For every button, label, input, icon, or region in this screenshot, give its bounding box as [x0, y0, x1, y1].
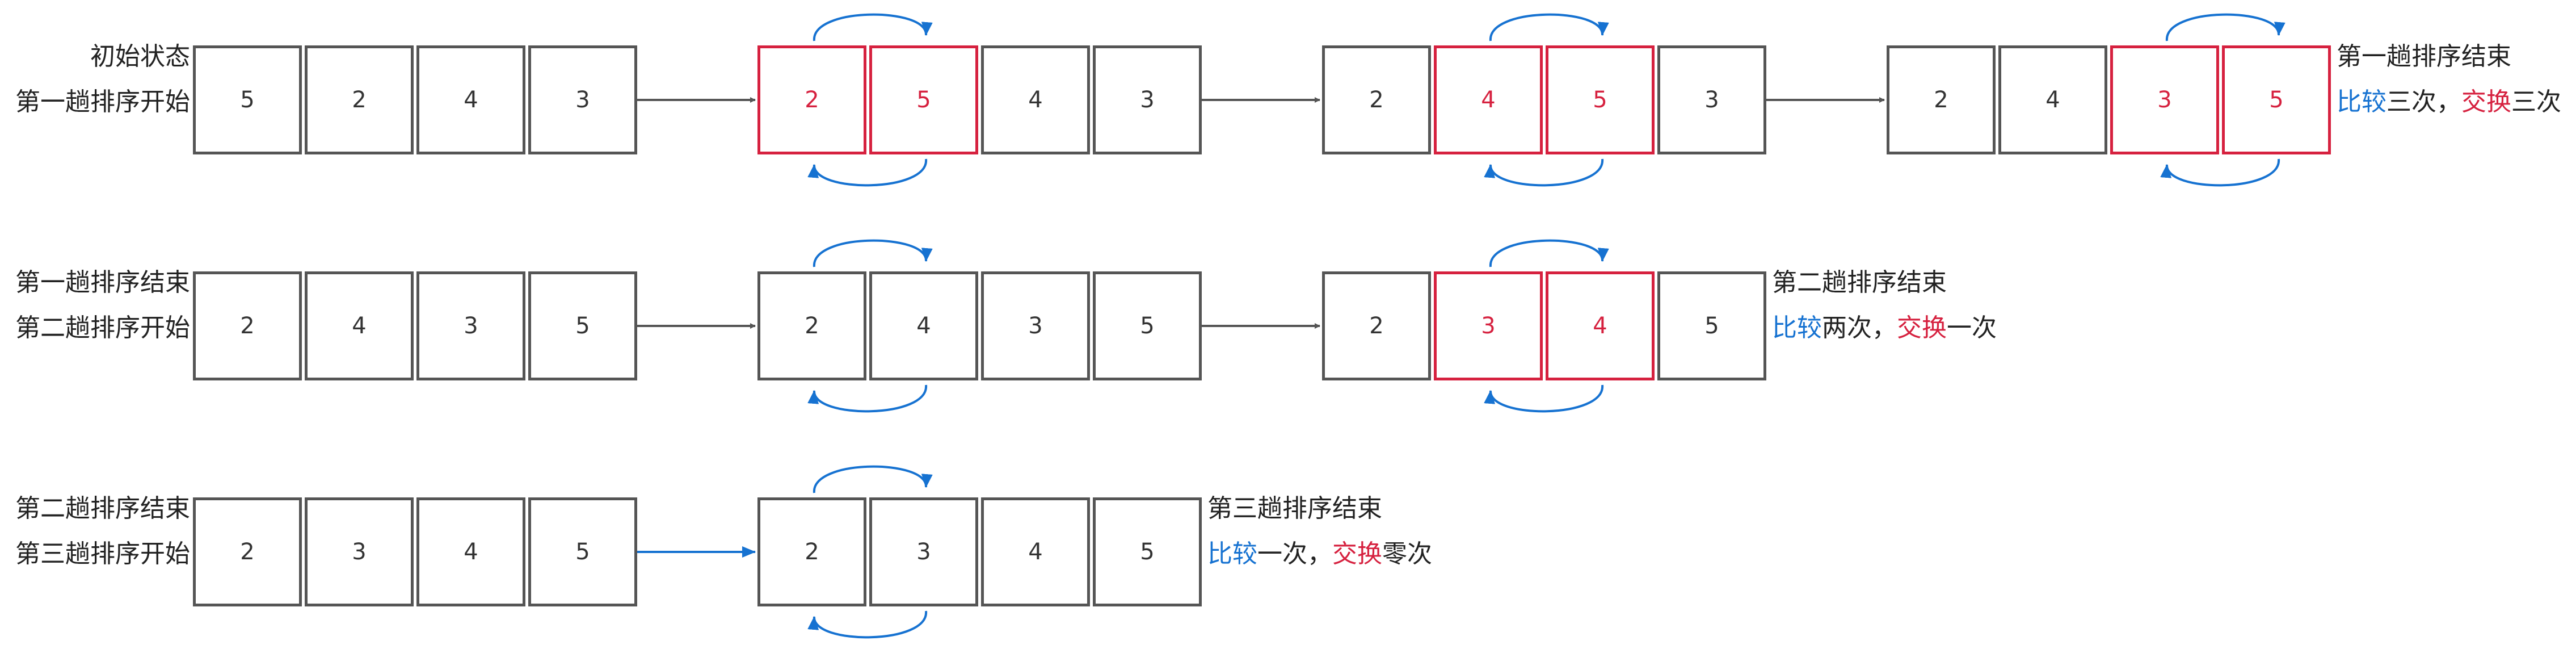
array-cell: 2	[1322, 45, 1431, 154]
pass-end-label: 第一趟排序结束	[2337, 42, 2511, 71]
compare-arc-bottom	[807, 610, 928, 639]
pass-summary: 比较三次，交换三次	[2337, 81, 2561, 124]
array-cell: 5	[1546, 45, 1655, 154]
compare-word: 比较	[2337, 87, 2386, 116]
array-cell: 5	[1093, 497, 1202, 606]
pass-summary: 比较两次，交换一次	[1772, 307, 1997, 350]
array-cell: 2	[1322, 271, 1431, 380]
array-cell: 4	[416, 497, 525, 606]
pass-end-label: 第二趟排序结束	[1772, 268, 1947, 297]
pass-start-label-line1: 第二趟排序结束	[15, 494, 190, 523]
array-cell: 5	[1093, 271, 1202, 380]
array-cell: 5	[528, 271, 637, 380]
array-cell: 3	[981, 271, 1090, 380]
pass-start-label-line2: 第二趟排序开始	[15, 313, 190, 342]
array-cell: 4	[981, 45, 1090, 154]
compare-word: 比较	[1772, 313, 1822, 342]
array-cell: 2	[305, 45, 414, 154]
compare-arc-bottom	[807, 384, 928, 413]
array-cell: 3	[1093, 45, 1202, 154]
array-cell: 4	[1546, 271, 1655, 380]
compare-count: 三次，	[2386, 87, 2461, 116]
array-cell: 4	[981, 497, 1090, 606]
array-cell: 4	[869, 271, 978, 380]
array-cell: 2	[757, 497, 866, 606]
swap-count: 三次	[2511, 87, 2561, 116]
swap-count: 一次	[1947, 313, 1997, 342]
compare-arc-bottom	[807, 158, 928, 187]
pass-start-label-line2: 第一趟排序开始	[15, 87, 190, 116]
array-cell: 2	[193, 497, 302, 606]
array-cell: 4	[305, 271, 414, 380]
compare-count: 一次，	[1257, 539, 1332, 568]
swap-count: 零次	[1382, 539, 1432, 568]
swap-word: 交换	[2461, 87, 2511, 116]
compare-arc-top	[813, 13, 933, 41]
array-cell: 3	[1657, 45, 1766, 154]
array-cell: 4	[416, 45, 525, 154]
array-cell: 4	[1434, 45, 1543, 154]
compare-arc-bottom	[1484, 384, 1604, 413]
array-cell: 5	[193, 45, 302, 154]
array-cell: 5	[2222, 45, 2331, 154]
compare-arc-top	[1489, 239, 1609, 267]
compare-arc-top	[813, 465, 933, 493]
compare-arc-top	[813, 239, 933, 267]
pass-end-label: 第三趟排序结束	[1207, 494, 1382, 523]
array-cell: 4	[1998, 45, 2107, 154]
pass-start-label-line1: 第一趟排序结束	[15, 268, 190, 297]
array-cell: 2	[1887, 45, 1996, 154]
array-cell: 3	[416, 271, 525, 380]
pass-start-label-line1: 初始状态	[90, 42, 190, 71]
array-cell: 2	[757, 271, 866, 380]
array-cell: 3	[2110, 45, 2219, 154]
swap-word: 交换	[1332, 539, 1382, 568]
compare-arc-top	[2165, 13, 2285, 41]
compare-arc-bottom	[1484, 158, 1604, 187]
array-cell: 3	[305, 497, 414, 606]
compare-count: 两次，	[1822, 313, 1897, 342]
swap-word: 交换	[1897, 313, 1947, 342]
array-cell: 5	[528, 497, 637, 606]
array-cell: 5	[1657, 271, 1766, 380]
pass-start-label-line2: 第三趟排序开始	[15, 539, 190, 568]
array-cell: 2	[193, 271, 302, 380]
pass-summary: 比较一次，交换零次	[1207, 533, 1432, 576]
compare-arc-top	[1489, 13, 1609, 41]
array-cell: 5	[869, 45, 978, 154]
array-cell: 2	[757, 45, 866, 154]
array-cell: 3	[869, 497, 978, 606]
compare-arc-bottom	[2160, 158, 2280, 187]
array-cell: 3	[528, 45, 637, 154]
compare-word: 比较	[1207, 539, 1257, 568]
array-cell: 3	[1434, 271, 1543, 380]
